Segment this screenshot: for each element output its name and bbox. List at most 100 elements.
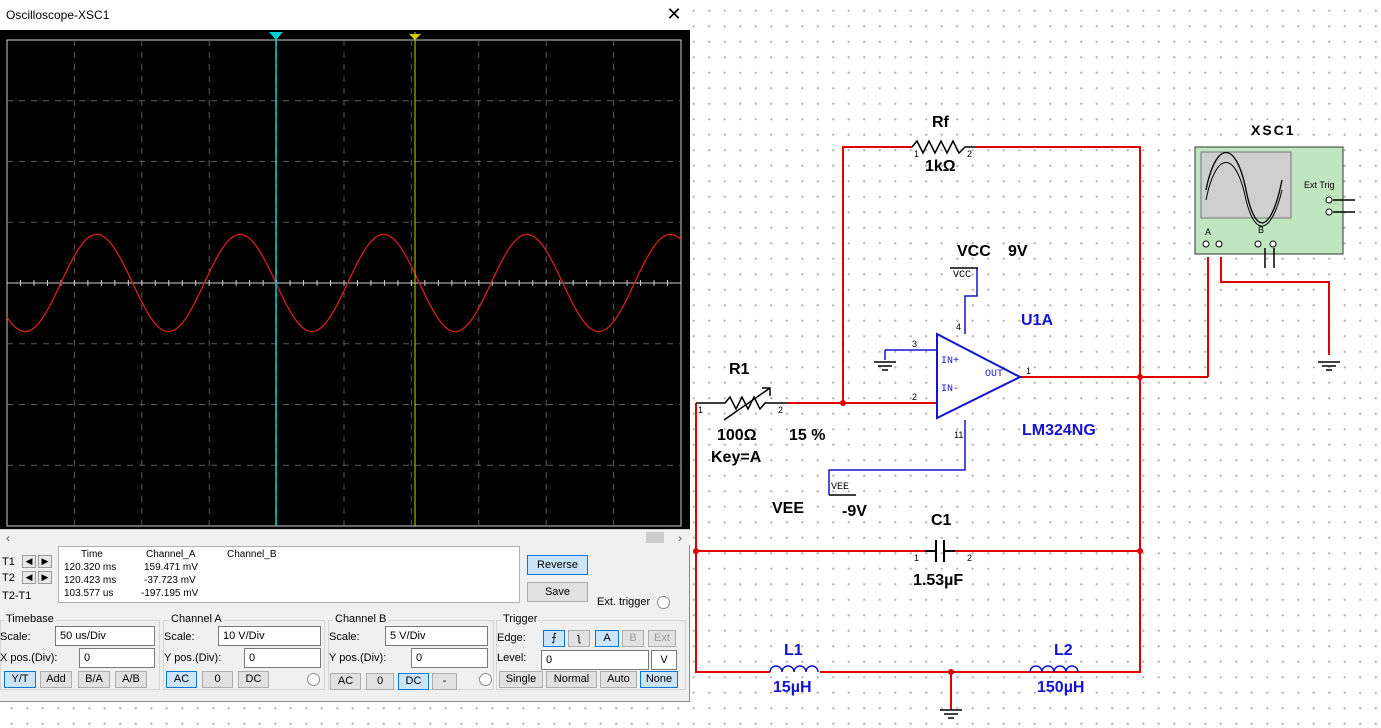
mode-ba-button[interactable]: B/A — [78, 671, 110, 688]
channel-a-terminal[interactable] — [307, 673, 320, 686]
channel-a-ypos-field[interactable]: 0 — [244, 648, 321, 668]
r1-name: R1 — [729, 361, 750, 378]
r1-value: 100Ω — [717, 427, 757, 444]
channel-a-dc-button[interactable]: DC — [238, 671, 269, 688]
mode-yt-button[interactable]: Y/T — [4, 671, 36, 688]
cursor-t1-handle[interactable] — [269, 32, 283, 40]
channel-b-ypos-field[interactable]: 0 — [411, 648, 488, 668]
t1-left-arrow-icon[interactable]: ◀ — [22, 555, 36, 568]
u1a-name: U1A — [1021, 312, 1054, 329]
ground-symbols — [874, 361, 1340, 719]
opamp-u1a[interactable] — [936, 332, 1023, 420]
channel-a-ac-button[interactable]: AC — [166, 671, 197, 688]
timebase-scale-label: Scale: — [0, 631, 31, 643]
scope-display[interactable] — [0, 30, 690, 530]
xsc1-oscilloscope-icon[interactable] — [1194, 146, 1355, 268]
trigger-source-ext-button[interactable]: Ext — [648, 630, 676, 647]
opamp-in-minus: IN- — [941, 384, 960, 395]
channel-a-zero-button[interactable]: 0 — [202, 671, 233, 688]
channel-a-scale-field[interactable]: 10 V/Div — [218, 626, 321, 646]
channel-a-group — [163, 620, 325, 690]
vee-value: -9V — [842, 503, 867, 520]
title-bar[interactable]: Oscilloscope-XSC1 ✕ — [0, 0, 690, 30]
falling-edge-icon[interactable]: ʅ — [568, 630, 590, 647]
channel-b-minus-button[interactable]: - — [432, 673, 457, 690]
opamp-pin11: 11 — [954, 430, 964, 440]
mode-add-button[interactable]: Add — [40, 671, 72, 688]
xpos-label: X pos.(Div): — [0, 652, 58, 664]
t1-right-arrow-icon[interactable]: ▶ — [38, 555, 52, 568]
scroll-thumb[interactable] — [646, 532, 664, 543]
save-button[interactable]: Save — [527, 582, 588, 602]
trigger-source-b-button[interactable]: B — [622, 630, 644, 647]
horizontal-scrollbar[interactable]: ‹ › — [0, 529, 690, 545]
trigger-source-a-button[interactable]: A — [595, 630, 619, 647]
close-button[interactable]: ✕ — [666, 4, 682, 24]
channel-b-ac-button[interactable]: AC — [330, 673, 361, 690]
channel-b-terminal[interactable] — [479, 673, 492, 686]
t1-channel-a: 159.471 mV — [144, 562, 198, 573]
vcc-value: 9V — [1008, 243, 1028, 260]
xpos-field[interactable]: 0 — [79, 648, 155, 668]
t2-t1-label: T2-T1 — [2, 590, 32, 602]
l2-inductor[interactable] — [1029, 665, 1079, 673]
trigger-normal-button[interactable]: Normal — [546, 671, 597, 688]
power-rails — [829, 267, 978, 496]
r1-pin2: 2 — [778, 405, 784, 415]
header-time: Time — [81, 549, 103, 560]
scroll-left-icon[interactable]: ‹ — [6, 531, 10, 545]
vee-tag: VEE — [831, 482, 850, 493]
opamp-pin4: 4 — [956, 322, 962, 332]
vee-name: VEE — [772, 500, 805, 517]
t1-time: 120.320 ms — [64, 562, 117, 573]
t2-channel-a: -37.723 mV — [144, 575, 196, 586]
trigger-auto-button[interactable]: Auto — [600, 671, 637, 688]
r1-potentiometer[interactable] — [715, 387, 788, 421]
trigger-single-button[interactable]: Single — [499, 671, 543, 688]
t2-right-arrow-icon[interactable]: ▶ — [38, 571, 52, 584]
ext-trigger-terminal[interactable] — [657, 596, 670, 609]
cursor-t2-handle[interactable] — [409, 34, 421, 40]
t2-left-arrow-icon[interactable]: ◀ — [22, 571, 36, 584]
c1-capacitor[interactable] — [925, 540, 955, 562]
channel-b-scale-field[interactable]: 5 V/Div — [385, 626, 488, 646]
scroll-right-icon[interactable]: › — [678, 531, 682, 545]
rf-name: Rf — [932, 114, 949, 131]
t2-time: 120.423 ms — [64, 575, 117, 586]
rf-pin2: 2 — [967, 149, 973, 159]
trigger-level-label: Level: — [497, 652, 527, 664]
c1-pin2: 2 — [967, 553, 973, 563]
c1-name: C1 — [931, 512, 952, 529]
opamp-out: OUT — [985, 369, 1004, 380]
timebase-group — [0, 620, 160, 690]
trigger-title: Trigger — [501, 613, 540, 625]
trigger-level-field[interactable]: 0 — [541, 650, 649, 670]
l2-name: L2 — [1054, 642, 1073, 659]
scope-screen — [6, 32, 682, 527]
r1-percent: 15 % — [789, 427, 826, 444]
timebase-scale-field[interactable]: 50 us/Div — [55, 626, 155, 646]
l1-value: 15µH — [773, 679, 812, 696]
channel-a-trace — [6, 233, 682, 333]
u1a-model: LM324NG — [1022, 422, 1096, 439]
reverse-button[interactable]: Reverse — [527, 555, 588, 575]
trigger-none-button[interactable]: None — [640, 671, 678, 688]
l1-inductor[interactable] — [769, 665, 819, 673]
oscilloscope-window[interactable]: Oscilloscope-XSC1 ✕ ‹ › T1 ◀ ▶ T2 ◀ ▶ — [0, 0, 690, 702]
trigger-level-unit[interactable]: V — [651, 650, 677, 670]
mode-ab-button[interactable]: A/B — [115, 671, 147, 688]
vcc-name: VCC — [957, 243, 991, 260]
timebase-title: Timebase — [4, 613, 56, 625]
t2-label: T2 — [2, 572, 15, 584]
channel-b-scale-label: Scale: — [329, 631, 360, 643]
channel-b-zero-button[interactable]: 0 — [366, 673, 394, 690]
opamp-pin3: 3 — [912, 339, 918, 349]
channel-b-dc-button[interactable]: DC — [398, 673, 429, 690]
rising-edge-icon[interactable]: ⨍ — [543, 630, 565, 647]
circuit-wires — [695, 146, 1330, 710]
t1-label: T1 — [2, 556, 15, 568]
xsc1-name: XSC1 — [1251, 122, 1296, 138]
rf-resistor[interactable] — [911, 139, 975, 155]
c1-value: 1.53µF — [913, 572, 964, 589]
